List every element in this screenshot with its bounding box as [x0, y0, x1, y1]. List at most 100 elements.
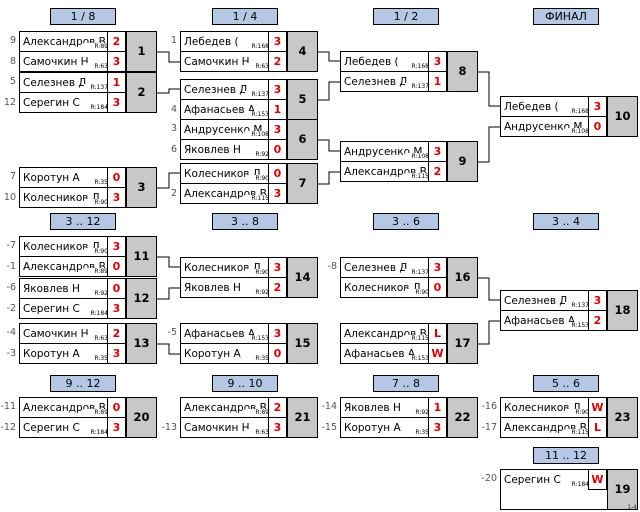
player-score: 3	[428, 417, 447, 438]
player-rating: R:90	[84, 248, 108, 256]
player-score: 0	[107, 167, 126, 188]
bracket-connector	[318, 51, 340, 62]
match-number: 1	[126, 31, 157, 72]
player-score: 2	[268, 277, 287, 298]
player-rating: R:90	[565, 409, 589, 417]
player-rating: R:90	[245, 269, 269, 277]
player-name: Колесников Д	[184, 262, 262, 274]
player-name: Андрусенко М	[184, 124, 263, 136]
seed-label: -2	[6, 303, 16, 314]
player-name: Самочкин Н	[184, 56, 250, 68]
player-rating: R:115	[405, 173, 429, 181]
player-rating: R:137	[405, 83, 429, 91]
seed-label: 2	[170, 188, 177, 199]
player-score: 3	[268, 323, 287, 344]
player-score: 2	[268, 51, 287, 72]
bracket-connector	[478, 71, 500, 107]
player-name: Андрусенко М	[504, 121, 583, 133]
seed-label: -3	[6, 348, 16, 359]
seed-label: -12	[0, 422, 16, 433]
round-header-p9-12: 9 .. 12	[50, 375, 116, 392]
player-score: 2	[107, 323, 126, 344]
seed-label: 1	[170, 35, 177, 46]
match-number: 8	[447, 51, 478, 92]
match-number: 16	[447, 257, 478, 298]
player-name: Лебедев (	[184, 36, 239, 48]
seed-label: 12	[3, 97, 16, 108]
player-rating: R:168	[405, 63, 429, 71]
player-name: Колесников Д	[184, 168, 262, 180]
player-name: Колесников Д	[23, 241, 101, 253]
player-score: 0	[268, 139, 287, 160]
